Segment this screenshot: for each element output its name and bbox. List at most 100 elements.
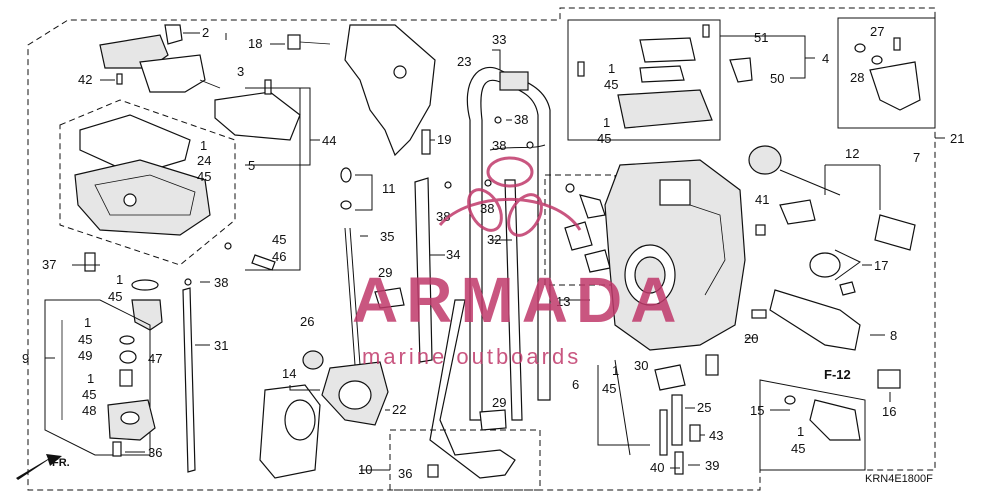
label-1d: 1 xyxy=(87,371,94,386)
label-38d: 38 xyxy=(480,201,494,216)
float-group-box xyxy=(59,99,236,266)
label-38c: 38 xyxy=(492,138,506,153)
clip-38c xyxy=(526,141,534,149)
clip-41 xyxy=(755,224,766,236)
fitting-15 xyxy=(809,399,861,441)
screw-18-shaft xyxy=(299,41,331,45)
screw-20 xyxy=(751,309,767,319)
screw-left-4 xyxy=(577,61,585,77)
clip-11 xyxy=(340,200,352,210)
valve-17 xyxy=(809,252,841,278)
label-31: 31 xyxy=(214,338,228,353)
bracket-29a xyxy=(374,287,405,309)
screw-7 xyxy=(893,37,901,51)
label-2: 2 xyxy=(202,25,209,40)
label-28: 28 xyxy=(850,70,864,85)
float-needle-seat xyxy=(123,193,137,207)
label-35: 35 xyxy=(380,229,394,244)
screw-top xyxy=(264,79,272,95)
label-44: 44 xyxy=(322,133,336,148)
label-20: 20 xyxy=(744,331,758,346)
label-30: 30 xyxy=(634,358,648,373)
label-25: 25 xyxy=(697,400,711,415)
hose-31 xyxy=(182,287,196,473)
watermark-tagline: marine outboards xyxy=(362,344,581,369)
needle-35b xyxy=(349,227,361,366)
label-46: 46 xyxy=(272,249,286,264)
group-6-box xyxy=(597,365,650,446)
label-38b: 38 xyxy=(514,112,528,127)
drain-bolt-37 xyxy=(84,252,96,272)
cover-4-group xyxy=(567,19,753,141)
assembly-boundary xyxy=(27,7,936,491)
group-7-box xyxy=(837,17,936,129)
needle-35 xyxy=(344,227,356,366)
label-1f: 1 xyxy=(603,115,610,130)
label-10: 10 xyxy=(358,462,372,477)
clip-38e xyxy=(444,181,452,189)
label-1h: 1 xyxy=(797,424,804,439)
jet-39 xyxy=(674,451,684,475)
fitting-8 xyxy=(769,289,861,351)
washer-27 xyxy=(871,55,883,65)
valve-11 xyxy=(340,167,352,183)
label-19: 19 xyxy=(437,132,451,147)
label-f12: F-12 xyxy=(824,367,851,382)
label-11: 11 xyxy=(382,181,396,196)
link-lever xyxy=(564,221,593,251)
carb-side-rib xyxy=(689,204,726,296)
label-1g: 1 xyxy=(612,363,619,378)
group-15-box xyxy=(759,379,866,471)
center-left-group xyxy=(259,24,541,491)
label-29a: 29 xyxy=(378,265,392,280)
cover-plate xyxy=(344,24,436,157)
fitting-16 xyxy=(877,369,901,389)
needle-6 xyxy=(614,359,631,456)
label-7: 7 xyxy=(913,150,920,165)
label-48: 48 xyxy=(82,403,96,418)
link-13-group xyxy=(544,174,616,286)
carb-top-boss xyxy=(659,179,691,206)
spring-12 xyxy=(874,214,916,251)
housing-48-bore xyxy=(120,411,140,425)
link-pivot xyxy=(565,183,575,193)
washer-28 xyxy=(854,43,866,53)
float-chamber-body xyxy=(74,159,211,236)
group-7 xyxy=(837,17,936,129)
label-24: 24 xyxy=(197,153,211,168)
label-13: 13 xyxy=(556,294,570,309)
label-45h: 45 xyxy=(602,381,616,396)
label-36a: 36 xyxy=(148,445,162,460)
label-39: 39 xyxy=(705,458,719,473)
label-5: 5 xyxy=(248,158,255,173)
label-1b: 1 xyxy=(116,272,123,287)
front-label: FR. xyxy=(52,457,70,469)
intake-22-bore xyxy=(338,380,372,410)
pin-3 xyxy=(199,79,221,89)
label-43: 43 xyxy=(709,428,723,443)
label-21: 21 xyxy=(950,131,964,146)
label-45c: 45 xyxy=(108,289,122,304)
o-ring-45b xyxy=(119,335,135,345)
label-1e: 1 xyxy=(608,61,615,76)
label-37: 37 xyxy=(42,257,56,272)
watermark: ARMADA marine outboards xyxy=(352,156,676,369)
label-36b: 36 xyxy=(398,466,412,481)
cover-4-top xyxy=(639,37,696,63)
clip-38d xyxy=(484,179,492,187)
label-4: 4 xyxy=(822,51,829,66)
throttle-drum-12 xyxy=(748,145,782,175)
carburetor-body xyxy=(604,159,746,351)
jet-40 xyxy=(659,409,668,456)
clip-38 xyxy=(184,278,192,286)
seal-26 xyxy=(302,350,324,370)
label-12: 12 xyxy=(845,146,859,161)
label-16: 16 xyxy=(882,404,896,419)
cover-boss xyxy=(393,65,407,79)
shaft-12 xyxy=(779,169,841,196)
label-45f: 45 xyxy=(604,77,618,92)
label-45i: 45 xyxy=(791,441,805,456)
lever-7 xyxy=(869,61,921,111)
screw-18 xyxy=(287,34,301,50)
